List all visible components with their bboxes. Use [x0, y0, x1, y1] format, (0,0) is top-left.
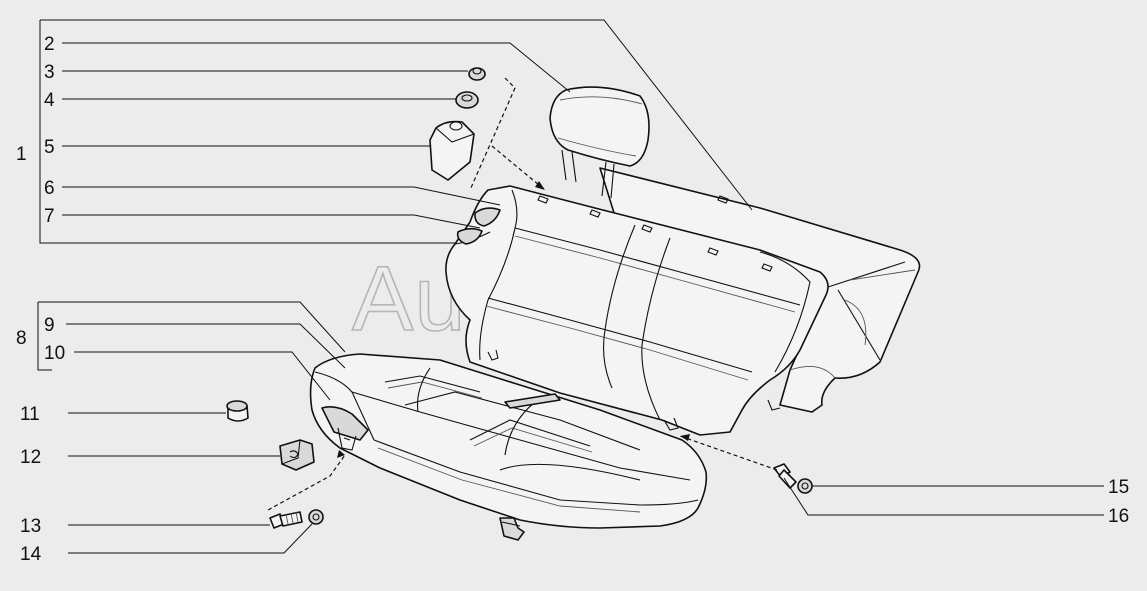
- headrest: [549, 86, 650, 199]
- arrowhead: [680, 434, 690, 441]
- callout-7: 7: [44, 206, 55, 227]
- part-3-cap: [468, 67, 486, 81]
- callout-10: 10: [44, 343, 65, 364]
- seat-backrest: [445, 167, 921, 436]
- callout-3: 3: [44, 62, 55, 83]
- part-12-bracket: [279, 439, 315, 471]
- callout-6: 6: [44, 178, 55, 199]
- arrowhead: [337, 450, 345, 458]
- callout-labels: 1 2 3 4 5 6 7 8 9 10 11 12 13 14 15 16: [16, 34, 1129, 565]
- part-5-guide: [429, 120, 475, 181]
- part-14-washer: [308, 509, 324, 525]
- callout-2: 2: [44, 34, 55, 55]
- callout-1: 1: [16, 144, 27, 165]
- callout-4: 4: [44, 90, 55, 111]
- callout-16: 16: [1108, 506, 1129, 527]
- callout-11: 11: [20, 404, 40, 425]
- part-15-washer: [797, 478, 813, 494]
- group-bracket-1: [39, 19, 753, 244]
- callout-13: 13: [20, 516, 41, 537]
- callout-5: 5: [44, 137, 55, 158]
- part-4-bushing: [455, 91, 479, 109]
- leader-lines: [62, 42, 1104, 554]
- callout-8: 8: [16, 328, 27, 349]
- seat-cushion: [309, 353, 708, 541]
- callout-15: 15: [1108, 477, 1129, 498]
- callout-14: 14: [20, 544, 42, 565]
- arrowhead: [535, 181, 545, 190]
- part-11-bumper: [226, 400, 249, 422]
- part-16-bolt: [773, 463, 797, 489]
- callout-9: 9: [44, 315, 55, 336]
- assembly-dashed-lines: [267, 77, 778, 511]
- group-bracket-8: [37, 301, 346, 371]
- callout-12: 12: [20, 447, 41, 468]
- part-13-bolt: [269, 511, 303, 529]
